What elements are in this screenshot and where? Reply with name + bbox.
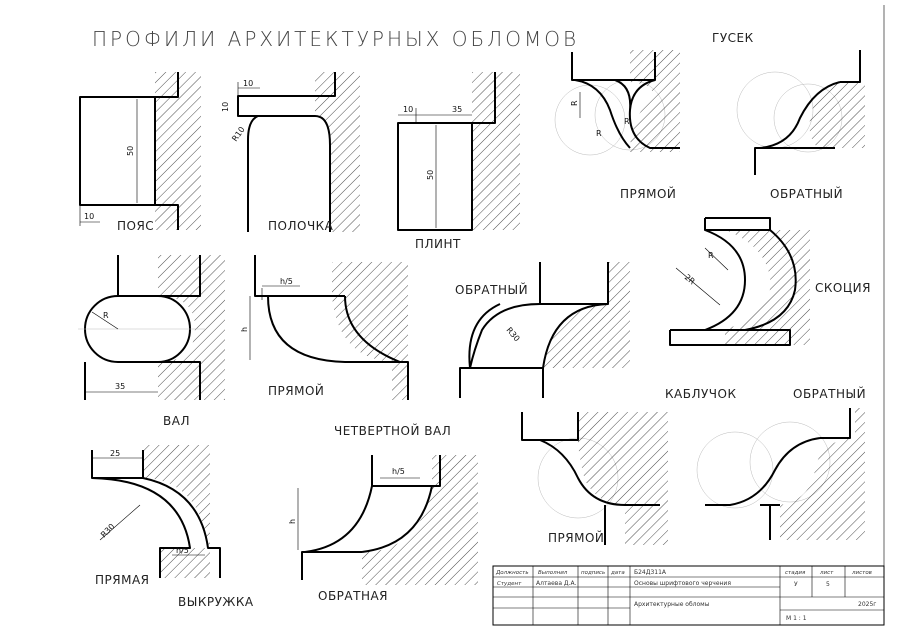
profile-kab-pryamoy: ПРЯМОЙ (521, 412, 668, 545)
dim-poyas-h: 50 (126, 146, 135, 156)
label-val: ВАЛ (163, 414, 190, 428)
dim-gusek-r3: R (624, 117, 630, 126)
profile-val: R 35 ВАЛ (78, 255, 225, 428)
dim-poyas-w: 10 (84, 212, 94, 221)
dim-plint-w1: 10 (403, 105, 413, 114)
dim-plint-h: 50 (426, 170, 435, 180)
label-poyas: ПОЯС (117, 219, 154, 233)
dim-vyk-ob-h5: h/5 (392, 467, 405, 476)
tb-group: Б24Д311А (634, 569, 667, 576)
label-chv-pryamoy: ПРЯМОЙ (268, 383, 324, 398)
tb-h-stage: стадия (785, 570, 806, 576)
label-gusek: ГУСЕК (712, 31, 754, 45)
tb-h-signature: подпись (581, 570, 605, 576)
profile-chv-pryamoy: h/5 h ПРЯМОЙ (240, 255, 409, 400)
dim-vyk-w: 25 (110, 449, 120, 458)
label-vykruzhka: ВЫКРУЖКА (178, 595, 254, 609)
profile-plint: 10 35 50 ПЛИНТ (397, 72, 520, 251)
tb-name: Алтаева Д.А. (536, 580, 577, 587)
tb-h-date: дата (610, 570, 625, 576)
tb-h-sheet: лист (819, 570, 834, 576)
label-kabluchok: КАБЛУЧОК (665, 387, 737, 401)
page-title: ПРОФИЛИ АРХИТЕКТУРНЫХ ОБЛОМОВ (92, 27, 579, 51)
tb-stage: У (794, 581, 798, 588)
tb-sheet-title: Архитектурные обломы (634, 601, 710, 608)
dim-vyk-ob-h: h (288, 519, 297, 524)
dim-val-r: R (103, 311, 109, 320)
profile-gusek-obratny: ОБРАТНЫЙ (736, 50, 865, 201)
dim-pol-w: 10 (243, 79, 253, 88)
label-kab-pryamoy: ПРЯМОЙ (548, 530, 604, 545)
tb-role: Студент (497, 581, 522, 587)
tb-scale: М 1 : 1 (786, 615, 807, 622)
dim-skot-2r: 2R (683, 273, 697, 287)
profile-kab-obratny (696, 408, 865, 540)
dim-pol-h: 10 (221, 102, 230, 112)
label-gusek-pryamoy: ПРЯМОЙ (620, 186, 676, 201)
dim-kab-r: R30 (504, 326, 521, 344)
dim-plint-w2: 35 (452, 105, 462, 114)
dim-val-w: 35 (115, 382, 125, 391)
label-vyk-obratnaya: ОБРАТНАЯ (318, 589, 388, 603)
label-polochka: ПОЛОЧКА (268, 219, 334, 233)
dim-pol-r: R10 (230, 125, 246, 143)
profile-kab-top-obratny: R30 ОБРАТНЫЙ (455, 262, 630, 398)
tb-h-position: Должность (495, 570, 529, 576)
dim-gusek-r2: R (596, 129, 602, 138)
dim-chv-h: h (240, 327, 249, 332)
profile-poyas: 50 10 ПОЯС (79, 72, 201, 233)
label-vyk-pryamaya: ПРЯМАЯ (95, 573, 150, 587)
profile-polochka: 10 10 R10 ПОЛОЧКА (221, 72, 360, 233)
label-chetvertnoy-val: ЧЕТВЕРТНОЙ ВАЛ (334, 423, 451, 438)
profile-vyk-obratnaya: h/5 h ОБРАТНАЯ (288, 455, 478, 603)
tb-year: 2025г (858, 601, 876, 608)
dim-chv-h5: h/5 (280, 277, 293, 286)
tb-course: Основы шрифтового черчения (634, 580, 731, 587)
title-block: Должность Выполнил подпись дата Студент … (492, 565, 885, 626)
profile-vyk-pryamaya: 25 R30 h/5 ПРЯМАЯ (91, 445, 221, 587)
dim-gusek-r1: R (570, 100, 579, 106)
label-plint: ПЛИНТ (415, 237, 461, 251)
dim-vyk-r: R30 (99, 522, 117, 540)
label-kab-obratny: ОБРАТНЫЙ (793, 386, 866, 401)
profile-gusek-pryamoy: R R R ПРЯМОЙ (554, 50, 680, 201)
label-kab-top-obratny: ОБРАТНЫЙ (455, 282, 528, 297)
tb-h-sheets: листов (851, 570, 872, 576)
dim-skot-r: R (708, 251, 714, 260)
profile-skotsiya: 2R R СКОЦИЯ (669, 217, 871, 346)
tb-sheet: 5 (826, 581, 830, 588)
label-gusek-obratny: ОБРАТНЫЙ (770, 186, 843, 201)
label-skotsiya: СКОЦИЯ (815, 281, 871, 295)
dim-vyk-h5: h/5 (176, 546, 189, 555)
tb-h-performed: Выполнил (538, 570, 568, 576)
